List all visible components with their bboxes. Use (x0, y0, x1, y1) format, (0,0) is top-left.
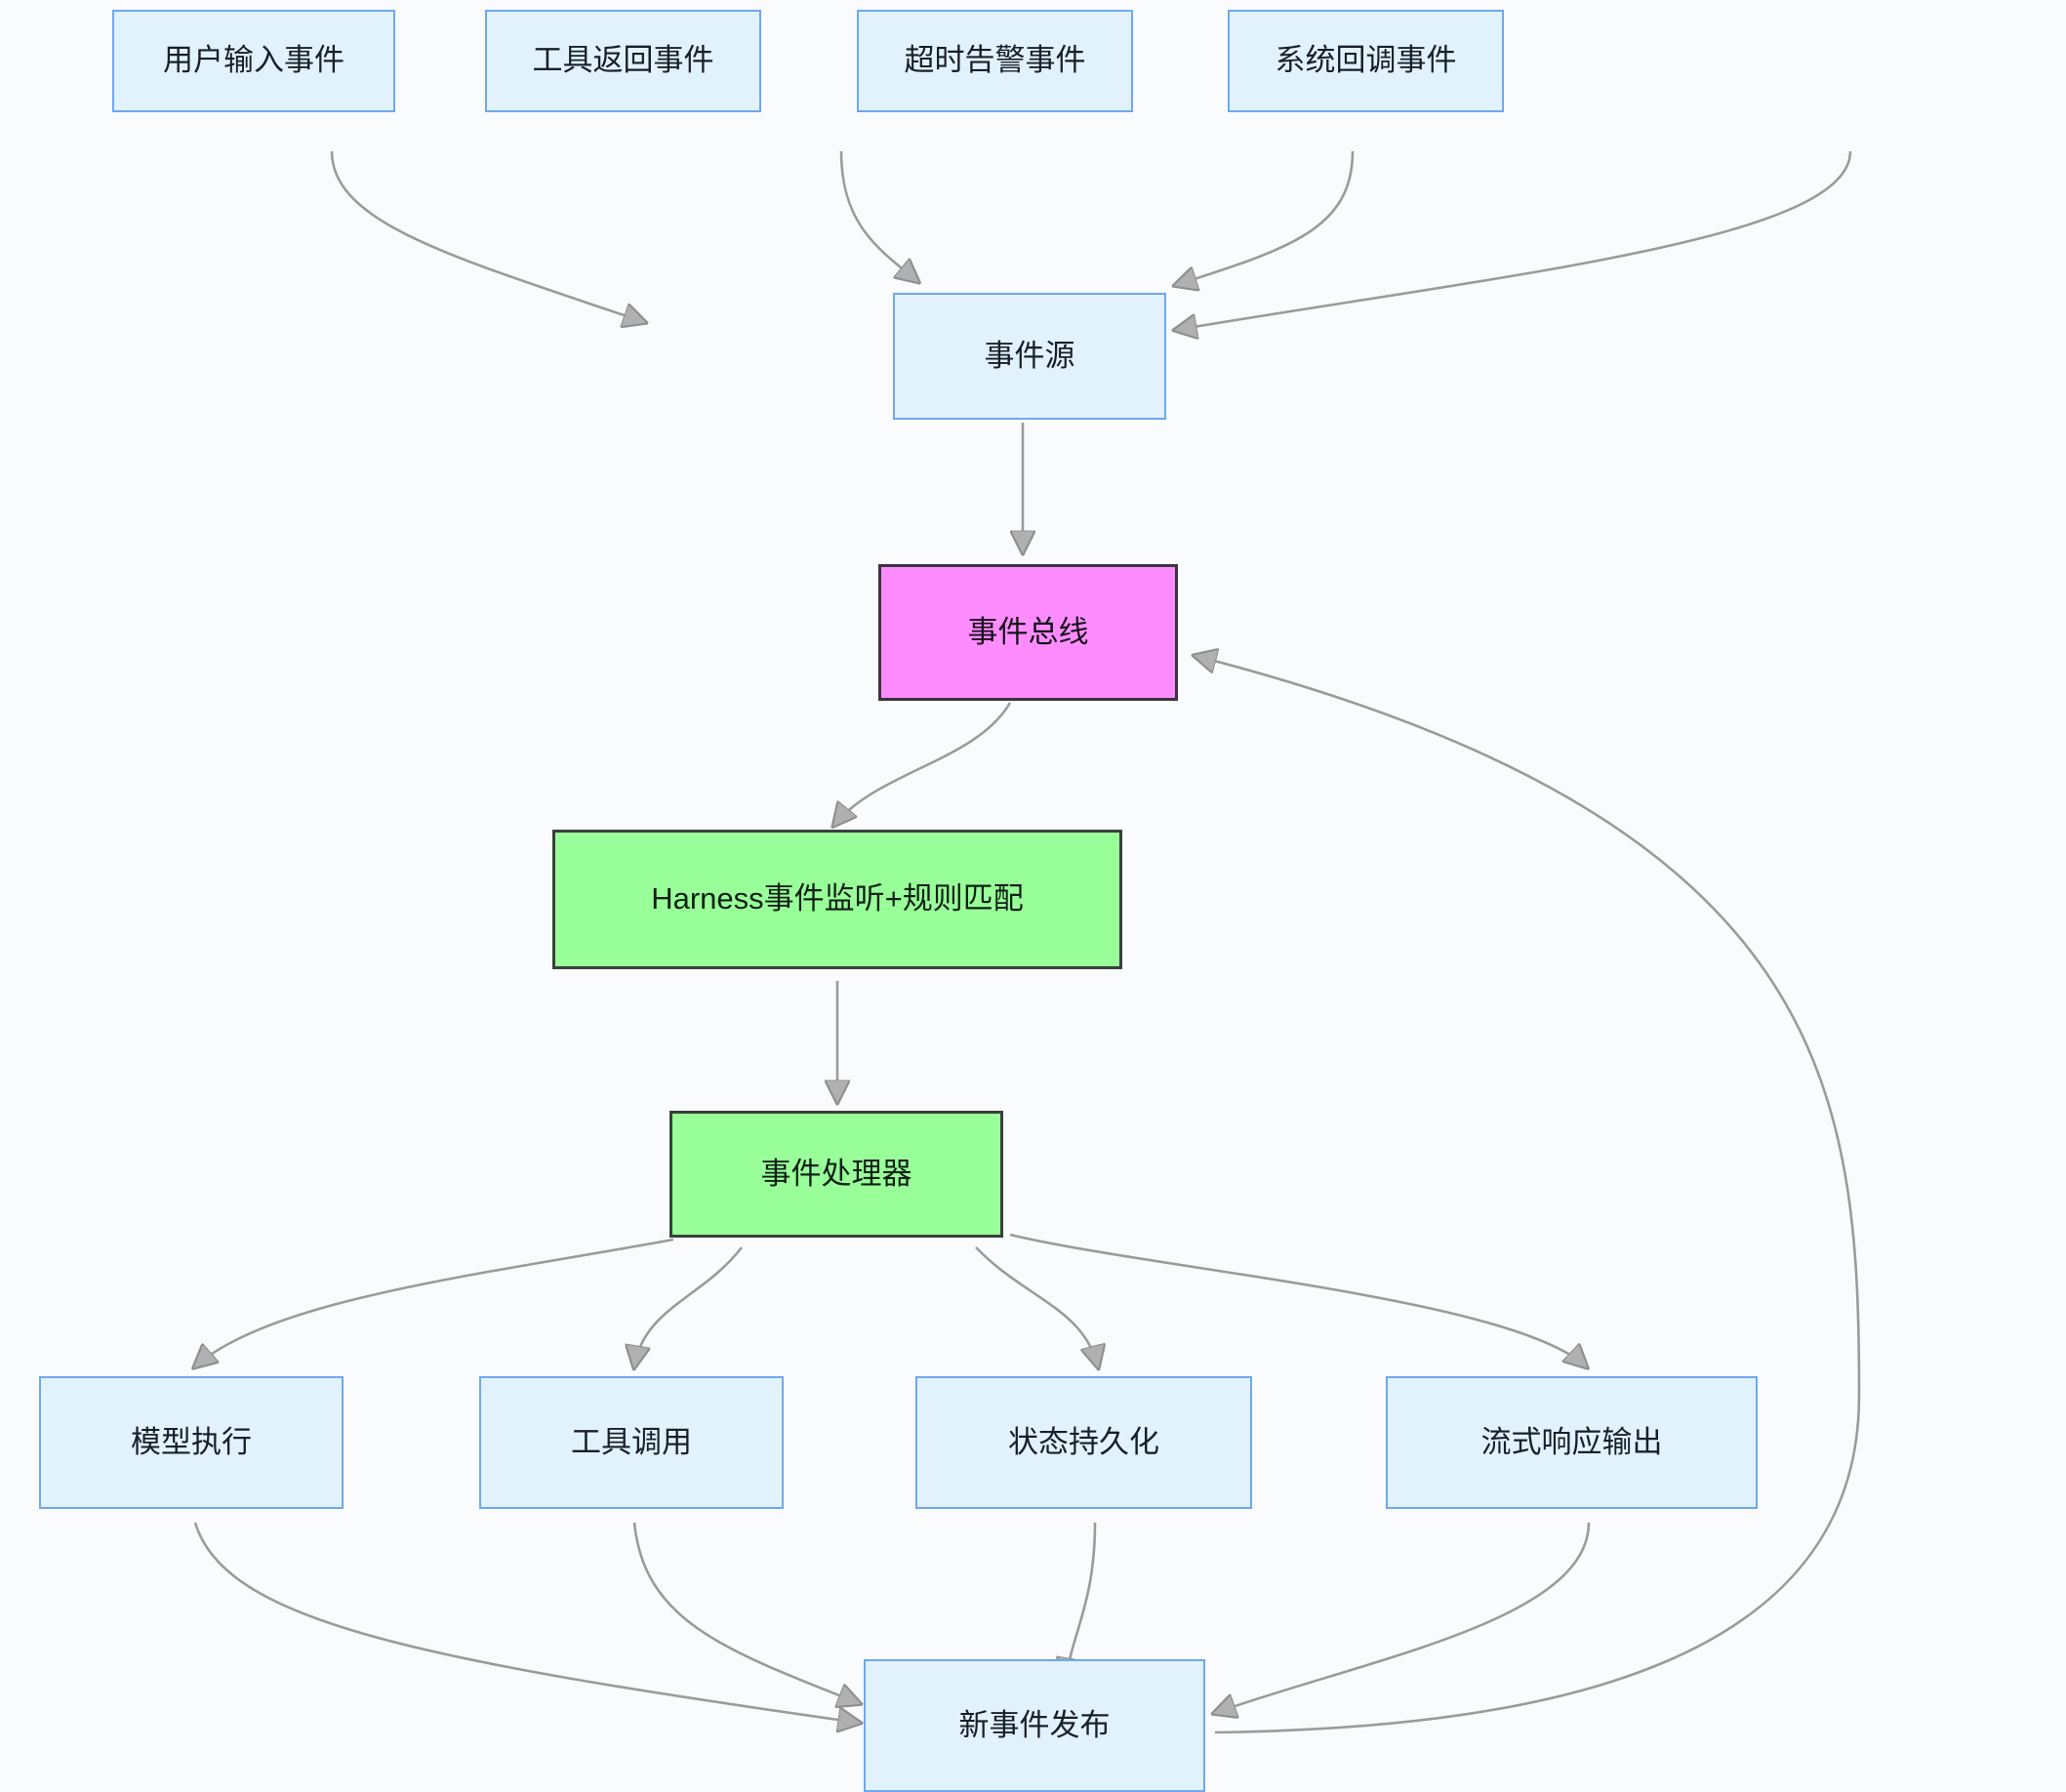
node-tool-return-event[interactable]: 工具返回事件 (485, 10, 761, 112)
node-state-persistence[interactable]: 状态持久化 (915, 1376, 1252, 1509)
node-new-event-publish[interactable]: 新事件发布 (864, 1659, 1205, 1792)
node-label: 工具返回事件 (532, 43, 714, 78)
edge-system_callback-to-event_source (1176, 150, 1852, 330)
edge-state_persist-to-new_event_pub (1066, 1522, 1097, 1679)
node-system-callback-event[interactable]: 系统回调事件 (1228, 10, 1504, 112)
edge-timeout_alert-to-event_source (1176, 150, 1355, 285)
edge-stream_output-to-new_event_pub (1215, 1522, 1591, 1713)
node-timeout-alert-event[interactable]: 超时告警事件 (857, 10, 1133, 112)
node-event-handler[interactable]: 事件处理器 (669, 1111, 1003, 1238)
node-user-input-event[interactable]: 用户输入事件 (112, 10, 395, 112)
node-label: 模型执行 (131, 1424, 252, 1459)
node-label: 状态持久化 (1008, 1424, 1159, 1459)
node-model-execution[interactable]: 模型执行 (39, 1376, 344, 1509)
node-label: 事件总线 (967, 614, 1089, 649)
edge-event_handler-to-state_persist (975, 1246, 1098, 1366)
edge-tool_return-to-event_source (839, 150, 917, 281)
node-label: 流式响应输出 (1480, 1424, 1663, 1459)
edge-new_event_pub-to-event_bus (1195, 656, 1861, 1734)
node-label: Harness事件监听+规则匹配 (651, 881, 1024, 916)
node-event-bus[interactable]: 事件总线 (878, 564, 1178, 701)
node-harness-listener-rule-match[interactable]: Harness事件监听+规则匹配 (552, 830, 1122, 969)
node-label: 新事件发布 (958, 1707, 1111, 1742)
node-label: 事件源 (984, 338, 1075, 373)
node-label: 事件处理器 (760, 1156, 912, 1191)
node-label: 系统回调事件 (1275, 43, 1457, 78)
edge-event_handler-to-stream_output (1009, 1233, 1586, 1366)
edge-event_handler-to-model_exec (195, 1238, 674, 1366)
node-stream-response-output[interactable]: 流式响应输出 (1386, 1376, 1758, 1509)
node-label: 超时告警事件 (904, 43, 1086, 78)
node-label: 工具调用 (571, 1424, 692, 1459)
edge-event_bus-to-harness_match (834, 702, 1012, 825)
node-tool-invocation[interactable]: 工具调用 (479, 1376, 784, 1509)
edge-event_handler-to-tool_call (634, 1246, 744, 1366)
edge-tool_call-to-new_event_pub (632, 1522, 859, 1703)
node-event-source[interactable]: 事件源 (893, 293, 1166, 420)
edge-user_input-to-event_source (330, 150, 644, 322)
edge-model_exec-to-new_event_pub (193, 1522, 859, 1723)
node-label: 用户输入事件 (163, 43, 344, 78)
